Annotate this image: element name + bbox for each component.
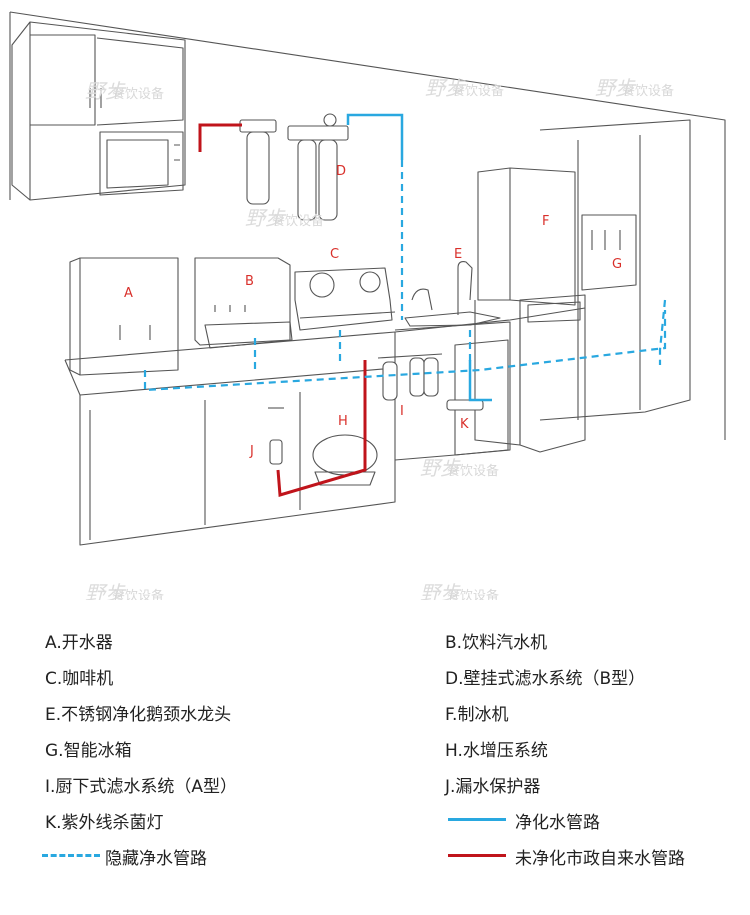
wall-outline (9, 11, 726, 440)
legend-swatch-hidden (42, 854, 100, 857)
legend-item-e: E.不锈钢净化鹅颈水龙头 (45, 705, 232, 725)
leak-protector (268, 407, 284, 465)
beverage-machine (194, 257, 293, 349)
watermark-brand: 野步 (245, 206, 287, 230)
watermark-brand: 野步 (425, 76, 467, 100)
wall-filter-double (287, 113, 349, 221)
label-b: B (245, 274, 254, 289)
label-g: G (612, 257, 622, 272)
legend-item-i: I.厨下式滤水系统（A型） (45, 777, 238, 797)
gooseneck-faucet (411, 261, 473, 315)
label-k: K (460, 417, 469, 432)
kitchen-water-system-diagram: D C B A E F G H I J K 野步 餐饮设备 野步 餐饮设备 野步… (9, 11, 726, 600)
label-d: D (336, 164, 346, 179)
component-labels: D C B A E F G H I J K (124, 164, 622, 459)
watermarks: 野步 餐饮设备 野步 餐饮设备 野步 餐饮设备 野步 餐饮设备 野步 餐饮设备 … (85, 76, 674, 600)
counter (64, 307, 586, 546)
booster-pump (312, 434, 378, 486)
legend-line-hidden: 隐藏净水管路 (105, 849, 207, 869)
legend: A.开水器 B.饮料汽水机 C.咖啡机 D.壁挂式滤水系统（B型） E.不锈钢净… (0, 610, 750, 910)
watermark-brand: 野步 (85, 581, 127, 600)
watermark-brand: 野步 (85, 79, 127, 103)
watermark-sub: 餐饮设备 (112, 86, 164, 102)
legend-item-g: G.智能冰箱 (45, 741, 132, 761)
legend-item-d: D.壁挂式滤水系统（B型） (445, 669, 646, 689)
label-h: H (338, 414, 348, 429)
wall-cabinet (11, 21, 186, 201)
legend-line-clean: 净化水管路 (515, 813, 600, 833)
water-boiler (69, 257, 179, 376)
wall-filter-single (239, 119, 277, 205)
watermark-sub: 餐饮设备 (447, 588, 499, 600)
legend-item-h: H.水增压系统 (445, 741, 548, 761)
watermark-sub: 餐饮设备 (272, 213, 324, 229)
watermark-sub: 餐饮设备 (447, 463, 499, 479)
legend-line-raw: 未净化市政自来水管路 (515, 849, 685, 869)
label-j: J (249, 444, 254, 459)
label-a: A (124, 286, 133, 301)
watermark-sub: 餐饮设备 (112, 588, 164, 600)
ice-maker (474, 167, 576, 446)
label-i: I (400, 404, 404, 419)
smart-fridge (539, 119, 691, 421)
watermark-sub: 餐饮设备 (452, 83, 504, 99)
clean-water-pipes (346, 113, 492, 402)
coffee-machine (294, 267, 396, 331)
legend-swatch-raw (448, 854, 506, 857)
label-e: E (454, 247, 462, 262)
legend-item-c: C.咖啡机 (45, 669, 114, 689)
legend-item-f: F.制冰机 (445, 705, 509, 725)
sink-cabinet (394, 311, 511, 461)
legend-item-j: J.漏水保护器 (445, 777, 541, 797)
watermark-brand: 野步 (420, 456, 462, 480)
watermark-brand: 野步 (420, 581, 462, 600)
legend-item-b: B.饮料汽水机 (445, 633, 548, 653)
raw-water-pipes (198, 123, 367, 497)
legend-item-k: K.紫外线杀菌灯 (45, 813, 164, 833)
label-c: C (330, 247, 339, 262)
undersink-filters (377, 353, 443, 401)
hidden-water-pipes (143, 160, 667, 392)
label-f: F (542, 214, 549, 229)
uv-lamp (446, 399, 484, 411)
watermark-brand: 野步 (595, 76, 637, 100)
legend-item-a: A.开水器 (45, 633, 113, 653)
watermark-sub: 餐饮设备 (622, 83, 674, 99)
legend-swatch-clean (448, 818, 506, 821)
kiosk (519, 294, 586, 453)
